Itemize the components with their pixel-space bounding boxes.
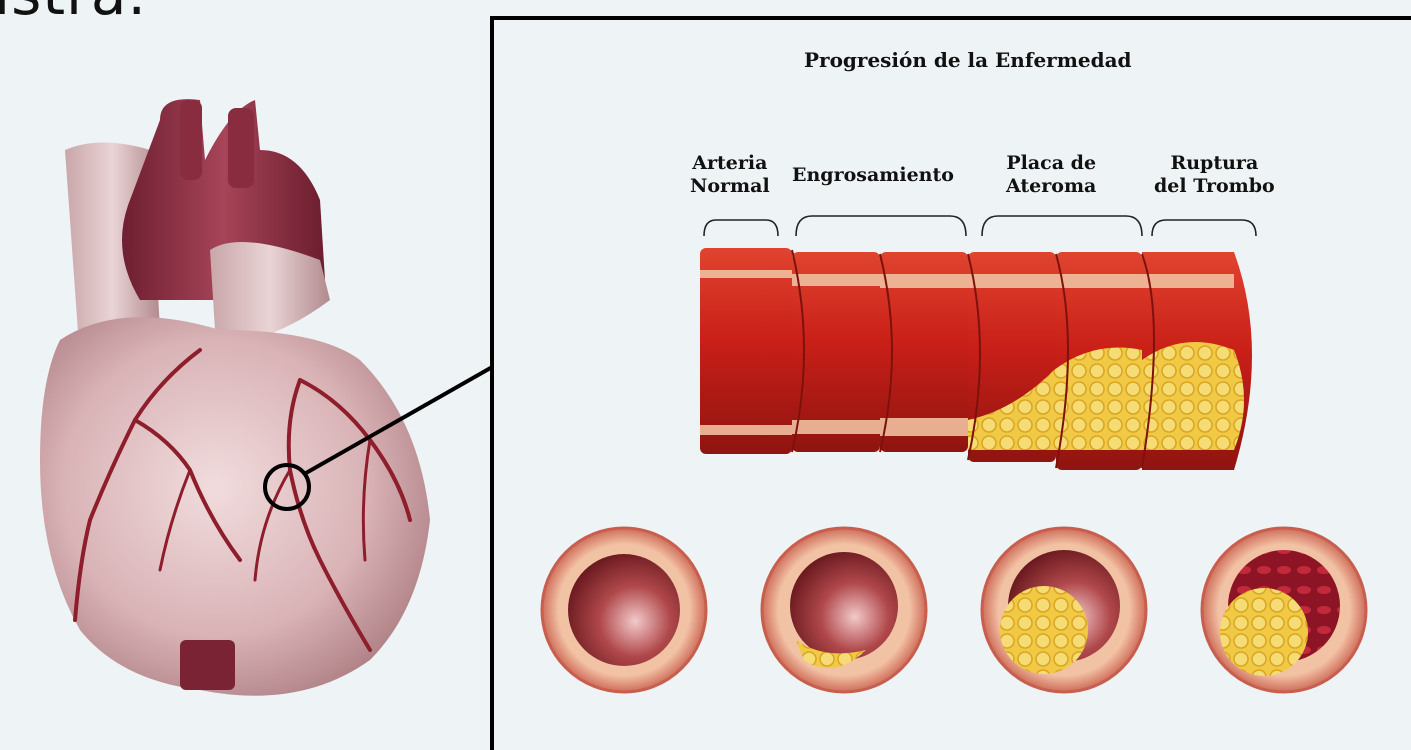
bracket-normal bbox=[704, 220, 778, 236]
cross-section-plaque bbox=[982, 528, 1146, 692]
disease-progression-panel: Progresión de la Enfermedad Arteria Norm… bbox=[490, 16, 1411, 750]
plaque-large bbox=[1000, 586, 1088, 674]
stage-brackets bbox=[704, 216, 1256, 236]
cross-section-rupture bbox=[1202, 528, 1366, 692]
artery-segment bbox=[700, 248, 792, 454]
bracket-thickening bbox=[796, 216, 966, 236]
heart-body bbox=[40, 317, 430, 696]
plaque-large bbox=[1220, 588, 1308, 676]
heart-illustration bbox=[0, 0, 520, 726]
cross-section-thickening bbox=[762, 528, 926, 692]
artery-longitudinal bbox=[700, 248, 1252, 470]
aorta-branch bbox=[180, 100, 202, 180]
bracket-plaque bbox=[982, 216, 1142, 236]
inferior-vessel bbox=[180, 640, 235, 690]
bracket-rupture bbox=[1152, 220, 1256, 236]
aorta-branch bbox=[228, 108, 254, 188]
cross-section-normal bbox=[542, 528, 706, 692]
plaque-deposit bbox=[1142, 342, 1244, 450]
